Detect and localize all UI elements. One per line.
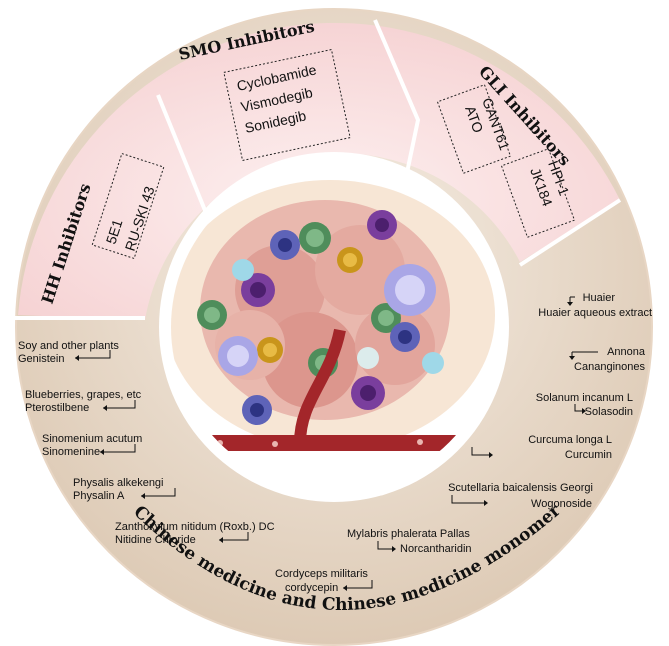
medicine-list-left: Soy and other plants Genistein Blueberri…	[18, 340, 373, 594]
medicine-source: Curcuma longa L	[528, 434, 612, 446]
medicine-source: Sinomenium acutum	[42, 433, 142, 445]
medicine-compound: Curcumin	[565, 449, 612, 461]
medicine-source: Huaier	[583, 292, 616, 304]
hh-item: 5E1	[103, 217, 126, 246]
medicine-source: Scutellaria baicalensis Georgi	[448, 482, 593, 494]
medicine-compound: cordycepin	[285, 582, 338, 594]
medicine-compound: Sinomenine	[42, 446, 100, 458]
inhibitor-ring	[18, 22, 620, 320]
medicine-compound: Genistein	[18, 353, 64, 365]
medicine-compound: Pterostilbene	[25, 402, 89, 414]
tumor-illustration	[171, 180, 497, 451]
medicine-compound: Nitidine Chloride	[115, 534, 196, 546]
medicine-compound: Wogonoside	[531, 498, 592, 510]
medicine-compound: Physalin A	[73, 490, 125, 502]
medicine-source: Solanum incanum L	[536, 392, 633, 404]
medicine-list-right: Huaier Huaier aqueous extract Annona Can…	[347, 292, 652, 555]
medicine-source: Mylabris phalerata Pallas	[347, 528, 470, 540]
medicine-compound: Solasodin	[585, 406, 633, 418]
medicine-compound: Norcantharidin	[400, 543, 472, 555]
medicine-source: Physalis alkekengi	[73, 477, 164, 489]
medicine-source: Blueberries, grapes, etc	[25, 389, 142, 401]
medicine-compound: Cananginones	[574, 361, 645, 373]
medicine-source: Zanthoxylum nitidum (Roxb.) DC	[115, 521, 275, 533]
separator-gli-bottom	[518, 198, 622, 267]
medicine-compound: Huaier aqueous extract	[538, 307, 652, 319]
medicine-source: Cordyceps militaris	[275, 568, 368, 580]
medicine-source: Annona	[607, 346, 646, 358]
medicine-source: Soy and other plants	[18, 340, 119, 352]
